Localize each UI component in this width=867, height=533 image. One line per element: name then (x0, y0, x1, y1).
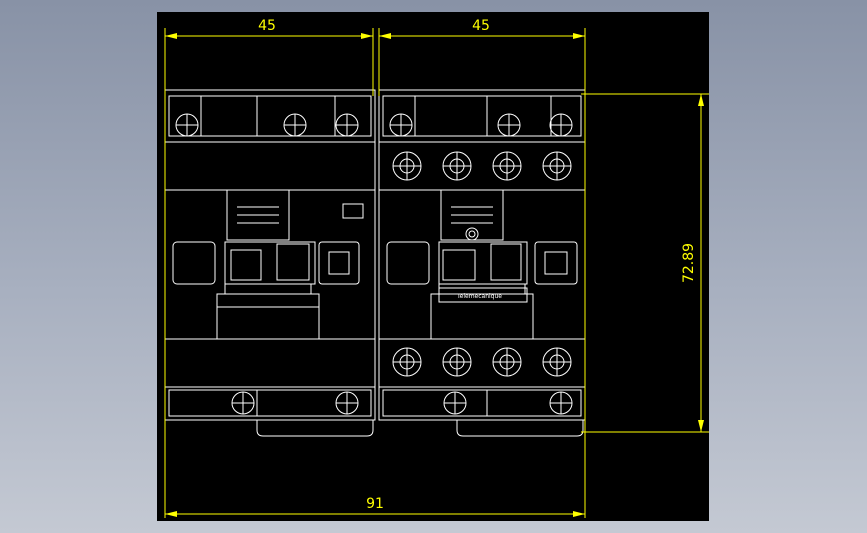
terminal-screw-icon (492, 347, 522, 377)
terminal-screw-icon (442, 151, 472, 181)
terminal-screw-icon (442, 347, 472, 377)
terminal-screw-icon (492, 151, 522, 181)
terminal-screw-icon (392, 347, 422, 377)
terminal-screw-icon (175, 113, 199, 137)
terminal-screw-icon (443, 391, 467, 415)
terminal-screw-icon (497, 113, 521, 137)
dimension-height: 72.89 (681, 243, 697, 283)
terminal-screw-icon (549, 113, 573, 137)
contactor-drawing: Telemecanique 45 45 91 72.89 (164, 18, 709, 518)
terminal-screw-icon (542, 151, 572, 181)
terminal-screw-icon (231, 391, 255, 415)
terminal-screw-icon (549, 391, 573, 415)
terminal-screw-icon (283, 113, 307, 137)
terminal-screw-icon (335, 391, 359, 415)
dimension-right-width: 45 (472, 18, 490, 34)
cad-viewport[interactable]: Telemecanique 45 45 91 72.89 (157, 12, 709, 521)
terminal-screw-icon (335, 113, 359, 137)
dimension-lines (164, 28, 709, 518)
dimension-left-width: 45 (258, 18, 276, 34)
brand-label: Telemecanique (456, 293, 502, 300)
right-contactor (378, 89, 586, 421)
terminal-screw-icon (392, 151, 422, 181)
dimension-total-width: 91 (366, 496, 384, 512)
screw-terminals (175, 113, 573, 415)
terminal-screw-icon (389, 113, 413, 137)
left-contactor (164, 89, 376, 421)
terminal-screw-icon (542, 347, 572, 377)
